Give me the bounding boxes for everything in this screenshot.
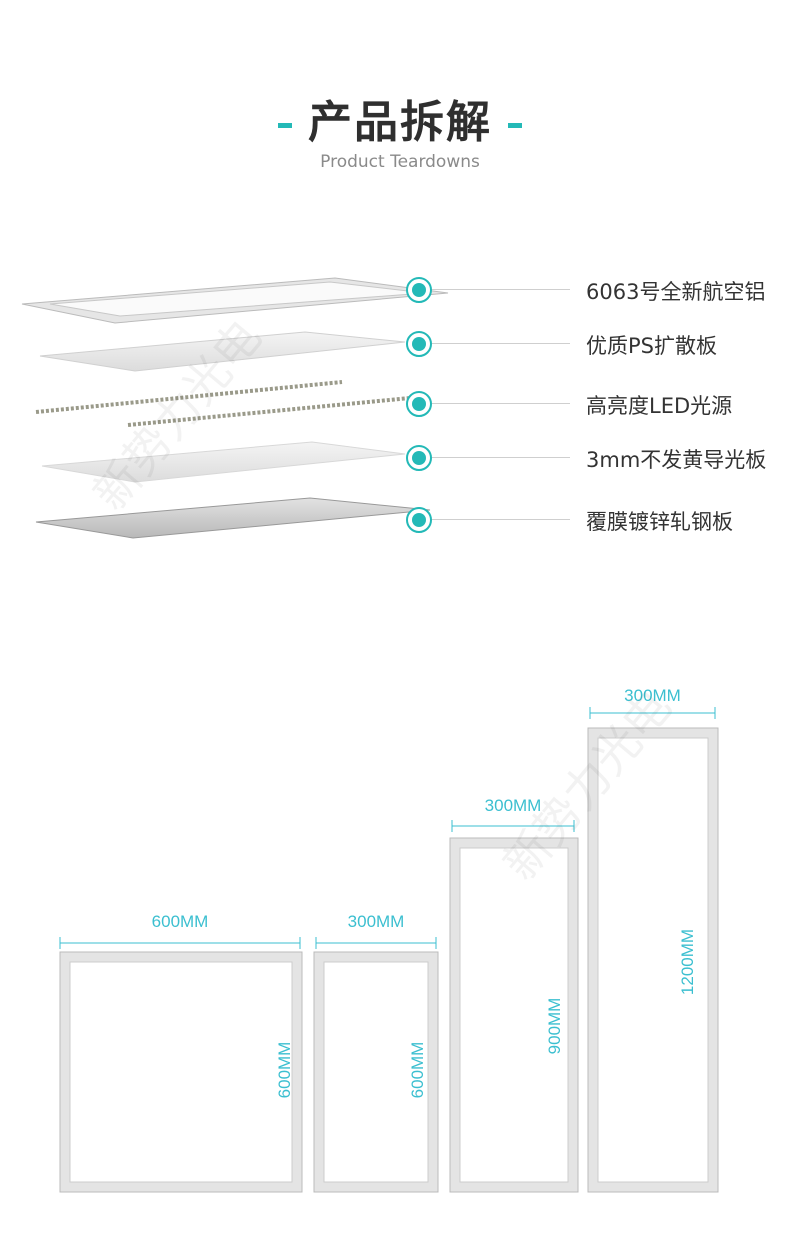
title-dash-right [508, 122, 522, 128]
marker-dot-icon [406, 277, 432, 303]
teardown-illustration [21, 277, 449, 539]
panel-300x600 [313, 951, 439, 1193]
page-subtitle: Product Teardowns [320, 152, 480, 172]
width-label: 300MM [624, 686, 681, 705]
leader-line [430, 457, 570, 458]
led-strip-2 [127, 396, 411, 427]
panel-600x600 [59, 951, 303, 1193]
steel-back-plate [35, 497, 431, 539]
width-label: 300MM [347, 912, 405, 931]
light-guide-plate [41, 441, 406, 483]
layer-label: 覆膜镀锌轧钢板 [586, 510, 733, 534]
page-title: 产品拆解 [0, 86, 800, 150]
layer-label: 优质PS扩散板 [586, 334, 717, 358]
width-label: 600MM [151, 912, 209, 931]
marker-dot-icon [406, 445, 432, 471]
panel-300x900 [449, 837, 579, 1193]
diffuser-plate [39, 331, 406, 372]
layer-label: 6063号全新航空铝 [586, 280, 766, 304]
leader-line [430, 289, 570, 290]
panel-300x1200 [587, 727, 719, 1193]
marker-dot-icon [406, 391, 432, 417]
marker-dot-icon [406, 331, 432, 357]
title-dash-left [278, 122, 292, 128]
marker-dot-icon [406, 507, 432, 533]
leader-line [430, 403, 570, 404]
height-label: 600MM [275, 1041, 294, 1099]
led-strip-1 [35, 380, 343, 414]
title-text: 产品拆解 [308, 97, 492, 148]
width-label: 300MM [484, 796, 542, 815]
layer-label: 高亮度LED光源 [586, 394, 733, 418]
height-label: 1200MM [678, 928, 697, 996]
height-label: 900MM [545, 997, 564, 1055]
height-label: 600MM [408, 1041, 427, 1099]
layer-label: 3mm不发黄导光板 [586, 448, 767, 472]
leader-line [430, 519, 570, 520]
leader-line [430, 343, 570, 344]
